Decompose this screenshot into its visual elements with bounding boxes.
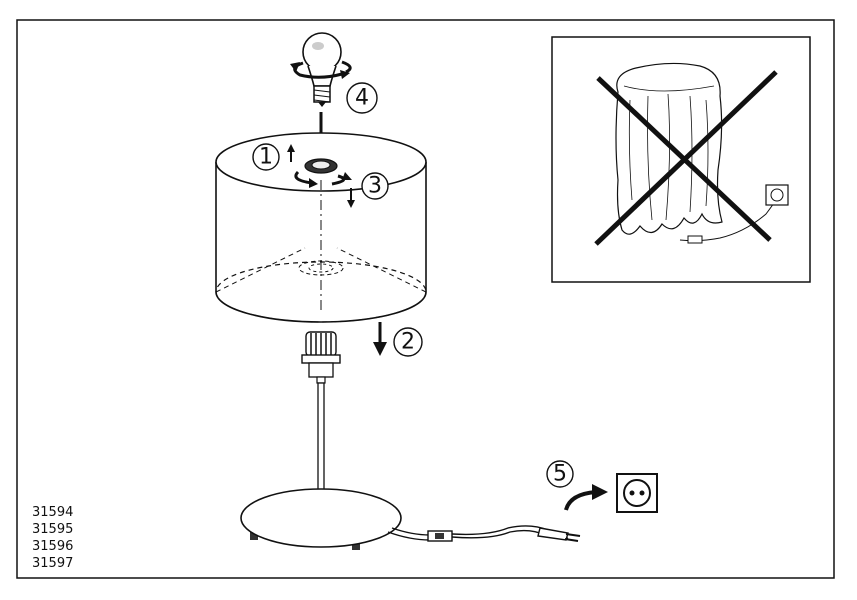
product-code: 31594 [32,505,74,520]
lamp-shade [215,132,427,323]
step-2-marker: 2 [393,327,423,357]
lamp-socket [301,331,341,384]
up-arrow-icon [287,144,295,162]
product-codes: 31594 31595 31596 31597 [32,504,73,572]
page-frame [16,19,835,579]
step-1-marker: 1 [252,143,280,171]
step-3-marker: 3 [361,172,389,200]
power-socket-icon [616,473,658,513]
product-code: 31595 [32,522,74,537]
svg-text:3: 3 [368,174,382,199]
lamp-base [240,488,402,550]
rotate-arrows-icon [294,170,352,188]
curved-arrow-icon [564,484,608,511]
step-4-marker: 4 [346,82,378,114]
down-arrow-icon [373,322,387,356]
svg-text:5: 5 [553,462,567,487]
no-cover-warning-icon [551,36,811,283]
svg-text:2: 2 [401,330,415,355]
plug-icon [537,527,581,542]
product-code: 31597 [32,556,74,571]
step-5-marker: 5 [546,460,574,488]
rotate-arrows-icon [290,60,352,79]
product-code: 31596 [32,539,74,554]
light-bulb-icon [302,32,342,107]
down-arrow-icon [347,188,355,208]
svg-text:1: 1 [259,145,273,170]
svg-text:4: 4 [355,86,369,111]
